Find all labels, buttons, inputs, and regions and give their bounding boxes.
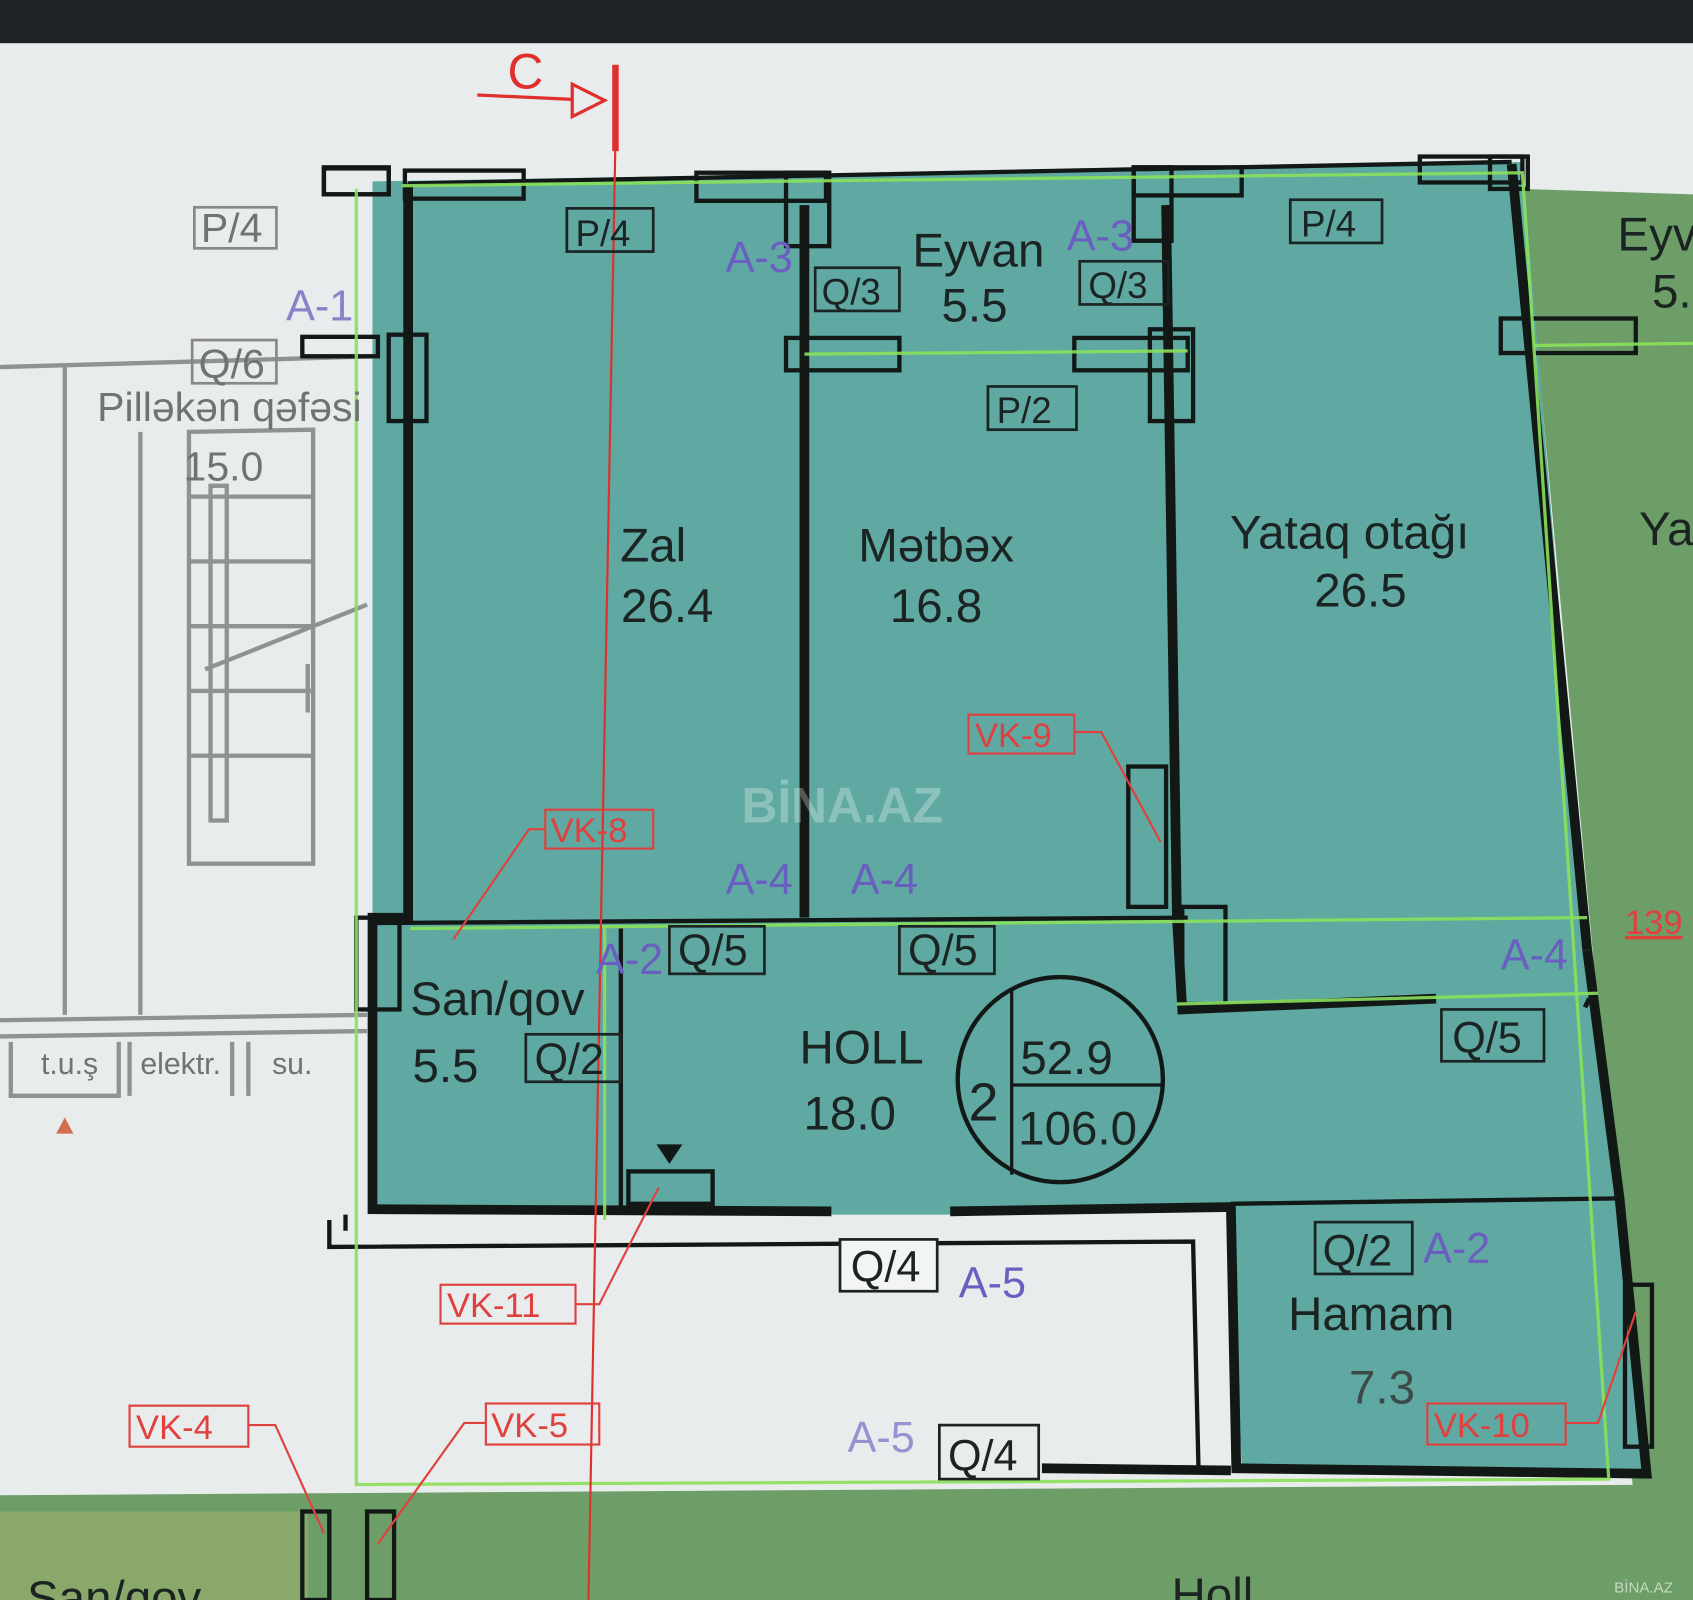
eyvan-right-door-type: A-3: [1067, 212, 1134, 260]
neighbor-apartment-bottom: [0, 1484, 1693, 1600]
badge-total-area: 106.0: [1018, 1102, 1137, 1155]
sanqov-door-type: A-2: [596, 936, 663, 984]
badge-living-area: 52.9: [1020, 1032, 1112, 1085]
hamam-name: Hamam: [1288, 1288, 1454, 1341]
stairwell-window-tag: P/4: [201, 205, 263, 251]
hamam-door-tag: Q/2: [1323, 1227, 1393, 1275]
section-line-c: C: [477, 44, 619, 1600]
entry-arrow-icon: [656, 1144, 683, 1164]
metbex-window-tag: P/2: [997, 390, 1052, 431]
entry-door-tag: Q/4: [851, 1244, 921, 1292]
eyvan-name: Eyvan: [912, 225, 1044, 278]
vk-9-label: VK-9: [975, 717, 1052, 755]
stairwell-arrow-icon: [56, 1117, 74, 1134]
shaft-elektr-label: elektr.: [140, 1048, 221, 1081]
metbex-name: Mətbəx: [858, 519, 1014, 572]
yataq-window-tag: P/4: [1301, 203, 1356, 244]
neighbor-eyvan-area: 5.: [1652, 266, 1692, 319]
zal-window-tag: P/4: [575, 213, 630, 254]
zal-area: 26.4: [621, 580, 713, 633]
metbex-door-type: A-4: [851, 856, 918, 904]
stairwell-name: Pilləkən qəfəsi: [97, 384, 361, 430]
lower-door-type: A-5: [848, 1414, 915, 1462]
eyvan-area: 5.5: [942, 280, 1008, 333]
metbex-area: 16.8: [890, 580, 982, 633]
apartment-area: [372, 161, 1647, 1474]
stairwell-area: 15.0: [184, 443, 264, 489]
zal-name: Zal: [620, 519, 686, 572]
eyvan-left-door-tag: Q/3: [822, 271, 881, 312]
vk-5-label: VK-5: [491, 1407, 568, 1445]
hamam-area: 7.3: [1349, 1362, 1415, 1415]
section-label: C: [507, 44, 543, 100]
eyvan-left-door-type: A-3: [726, 234, 793, 282]
zal-door-type: A-4: [726, 856, 793, 904]
vk-10-label: VK-10: [1434, 1407, 1530, 1445]
neighbor-holl-name: Holl: [1171, 1569, 1253, 1600]
watermark: BİNA.AZ: [741, 778, 942, 834]
green-overlay-lines: [354, 171, 1693, 1487]
yataq-door-tag: Q/5: [1452, 1015, 1522, 1063]
eyvan-right-door-tag: Q/3: [1088, 265, 1147, 306]
neighbor-bottom-left: [0, 1511, 308, 1600]
stairwell-drawing: [0, 165, 391, 1134]
sanqov-name: San/qov: [410, 973, 585, 1026]
lower-door-tag: Q/4: [948, 1432, 1018, 1480]
neighbor-sanqov-name: San/qov: [27, 1572, 202, 1600]
neighbor-room-name: Ya: [1639, 503, 1693, 556]
zal-door-tag: Q/5: [678, 927, 748, 975]
stairwell-door-tag: Q/6: [199, 341, 265, 387]
holl-name: HOLL: [800, 1021, 924, 1074]
dimension-label: 139: [1625, 904, 1683, 942]
stairwell-door-type: A-1: [286, 283, 353, 331]
photo-top-edge: [0, 0, 1693, 44]
hamam-door-type: A-2: [1423, 1225, 1490, 1273]
yataq-name: Yataq otağı: [1230, 506, 1469, 559]
vk-11-label: VK-11: [447, 1287, 540, 1325]
neighbor-eyvan-name: Eyv: [1617, 208, 1693, 261]
yataq-area: 26.5: [1314, 565, 1406, 618]
entry-door-type: A-5: [959, 1260, 1026, 1308]
badge-room-count: 2: [969, 1073, 999, 1133]
corner-watermark: BİNA.AZ: [1614, 1578, 1673, 1596]
shaft-tus-label: t.u.ş: [41, 1048, 98, 1081]
neighbor-apartment-right: [1522, 188, 1693, 1600]
vk-4-label: VK-4: [136, 1409, 213, 1447]
sanqov-door-tag: Q/2: [534, 1036, 604, 1084]
section-arrow-icon: [477, 81, 609, 120]
apartment-badge: 2 52.9 106.0: [955, 974, 1166, 1185]
metbex-door-tag: Q/5: [908, 927, 978, 975]
shaft-su-label: su.: [272, 1048, 312, 1081]
yataq-door-type: A-4: [1501, 932, 1568, 980]
holl-area: 18.0: [804, 1087, 896, 1140]
sanqov-area: 5.5: [412, 1040, 478, 1093]
vk-8-label: VK-8: [551, 812, 628, 850]
